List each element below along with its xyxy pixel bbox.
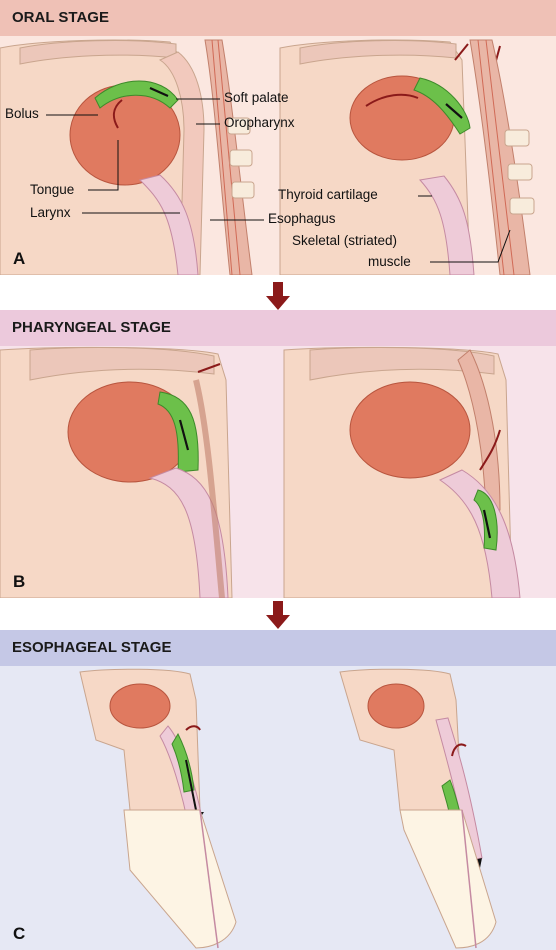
- down-arrow-icon: [266, 601, 290, 629]
- pharyngeal-stage-header: PHARYNGEAL STAGE: [0, 310, 556, 346]
- label-esophagus: Esophagus: [268, 211, 336, 226]
- label-thyroid-cartilage: Thyroid cartilage: [278, 187, 378, 202]
- panel-letter-c: C: [13, 924, 26, 943]
- pharyngeal-stage-title: PHARYNGEAL STAGE: [12, 319, 171, 336]
- pharyngeal-stage-illustration: [0, 346, 521, 598]
- pharyngeal-right-head: [283, 346, 521, 598]
- label-bolus: Bolus: [5, 106, 39, 121]
- label-larynx: Larynx: [30, 205, 71, 220]
- down-arrow-icon: [266, 282, 290, 310]
- oral-stage-header: ORAL STAGE: [0, 0, 556, 36]
- oral-stage-section: ORAL STAGE: [0, 0, 556, 275]
- label-skeletal-muscle-line1: Skeletal (striated): [292, 233, 398, 248]
- esophageal-stage-title: ESOPHAGEAL STAGE: [12, 639, 172, 656]
- esophageal-right-head: [339, 668, 497, 949]
- esophageal-stage-section: ESOPHAGEAL STAGE C: [0, 630, 556, 950]
- label-tongue: Tongue: [30, 182, 75, 197]
- panel-letter-a: A: [13, 249, 26, 268]
- label-soft-palate: Soft palate: [224, 90, 289, 105]
- panel-letter-b: B: [13, 572, 26, 591]
- oral-stage-illustration: [0, 39, 535, 275]
- esophageal-stage-header: ESOPHAGEAL STAGE: [0, 630, 556, 666]
- pharyngeal-left-head: [0, 346, 233, 598]
- esophageal-left-head: [79, 668, 237, 949]
- oral-left-head: [0, 39, 255, 275]
- oral-stage-title: ORAL STAGE: [12, 9, 109, 26]
- pharyngeal-stage-section: PHARYNGEAL STAGE B: [0, 310, 556, 598]
- label-skeletal-muscle-line2: muscle: [368, 254, 411, 269]
- esophageal-stage-illustration: [79, 668, 497, 949]
- oral-leader-lines: [46, 98, 511, 263]
- label-oropharynx: Oropharynx: [224, 115, 295, 130]
- oral-right-head: [279, 39, 535, 275]
